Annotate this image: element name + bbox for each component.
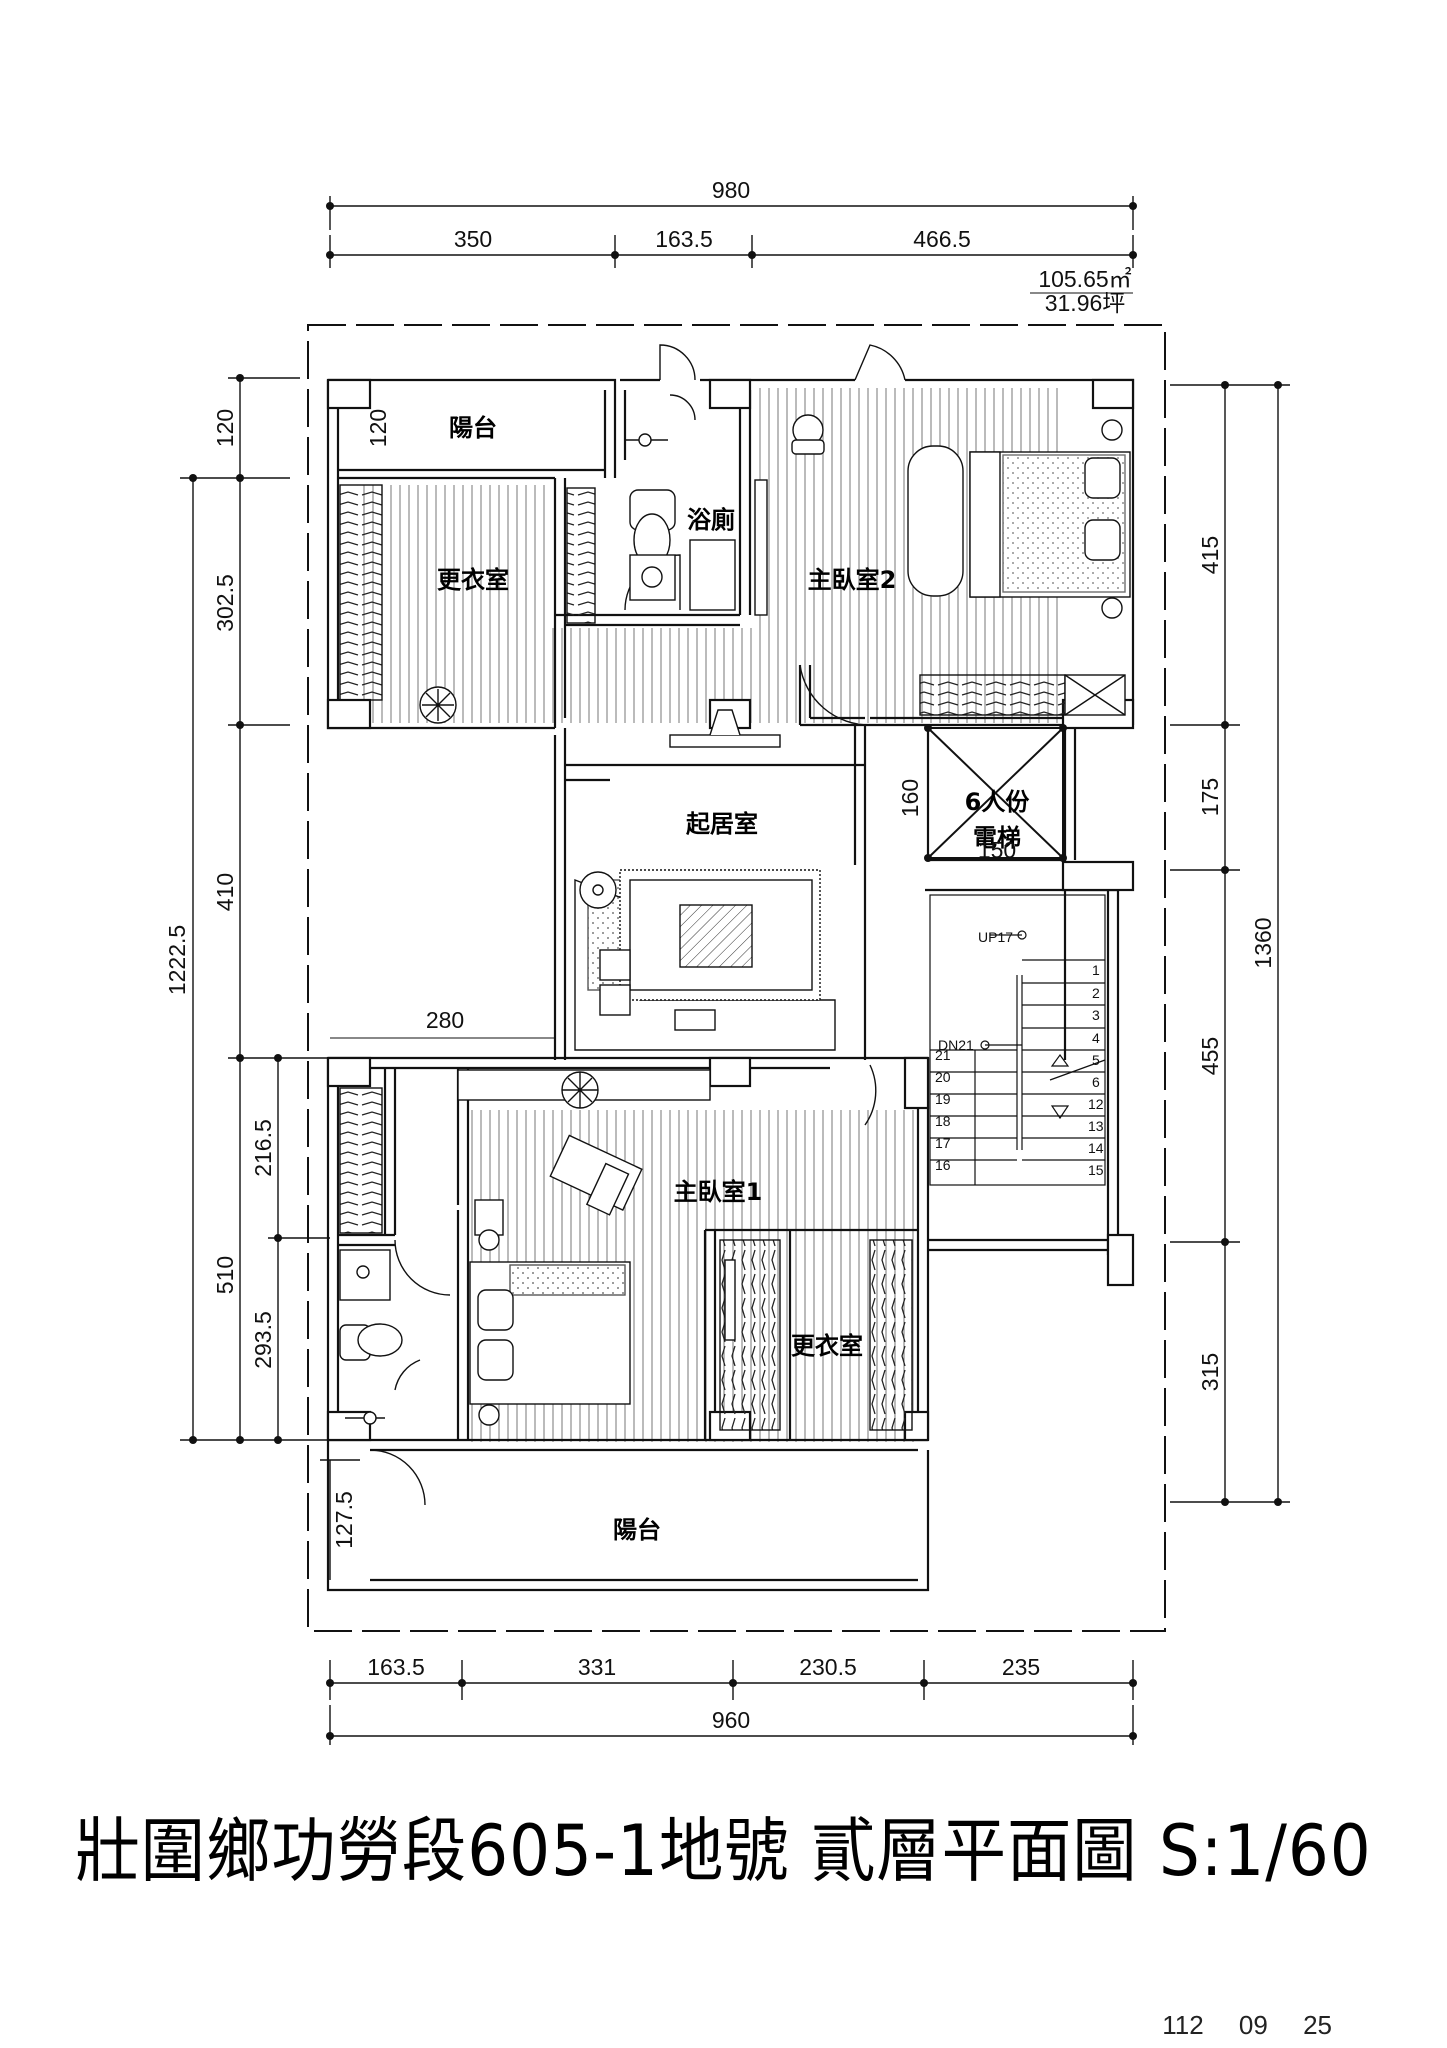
dim-inner-120: 120	[365, 409, 391, 447]
dim-right-455: 455	[1197, 1037, 1223, 1075]
furniture-bottom	[339, 1069, 913, 1431]
area-ping: 31.96坪	[1045, 290, 1126, 316]
dim-right-175: 175	[1197, 778, 1223, 816]
dim-right-total: 1360	[1250, 917, 1276, 968]
step-num: 20	[935, 1069, 951, 1085]
dim-interior-160: 160	[897, 779, 923, 817]
stair-step-numbers-left: 21 20 19 18 17 16	[935, 1047, 951, 1173]
step-num: 6	[1092, 1074, 1100, 1090]
columns	[326, 378, 1135, 1442]
dim-left-216-5: 216.5	[250, 1119, 276, 1177]
dim-top-seg1: 350	[454, 226, 492, 252]
dim-right-415: 415	[1197, 536, 1223, 574]
stair-step-numbers-right: 1 2 3 4 5 6 12 13 14 15	[1088, 962, 1104, 1178]
room-closet-bottom: 更衣室	[791, 1332, 863, 1360]
area-sqm: 105.65㎡	[1038, 266, 1131, 292]
dim-left-293-5: 293.5	[250, 1311, 276, 1369]
step-num: 14	[1088, 1140, 1104, 1156]
dim-bottom-total: 960	[712, 1707, 750, 1733]
step-num: 16	[935, 1157, 951, 1173]
dim-bottom-seg1: 163.5	[367, 1654, 425, 1680]
stairs	[929, 894, 1106, 1186]
elevator-shaft	[927, 727, 1064, 859]
step-num: 13	[1088, 1118, 1104, 1134]
step-num: 4	[1092, 1030, 1100, 1046]
dim-left-510: 510	[212, 1256, 238, 1294]
room-bath: 浴廁	[687, 506, 735, 534]
top-dimensions	[329, 196, 1134, 268]
left-dimensions	[180, 377, 360, 1580]
dim-right-315: 315	[1197, 1353, 1223, 1391]
step-num: 18	[935, 1113, 951, 1129]
drawing-date: 112 09 25	[1162, 2010, 1332, 2040]
room-balcony-top: 陽台	[449, 414, 497, 442]
step-num: 5	[1092, 1052, 1100, 1068]
step-num: 3	[1092, 1007, 1100, 1023]
drawing-title: 壯圍鄉功勞段605-1地號 貳層平面圖 S:1/60	[75, 1810, 1372, 1892]
walls	[326, 378, 1135, 1592]
step-num: 1	[1092, 962, 1100, 978]
dim-left-total: 1222.5	[164, 925, 190, 995]
dim-left-120: 120	[212, 409, 238, 447]
step-num: 12	[1088, 1096, 1104, 1112]
dim-bottom-seg2: 331	[578, 1654, 616, 1680]
step-num: 2	[1092, 985, 1100, 1001]
furniture-top	[339, 414, 1131, 1051]
stair-dn-label: DN21	[938, 1037, 974, 1053]
dim-bottom-seg3: 230.5	[799, 1654, 857, 1680]
dim-top-total: 980	[712, 177, 750, 203]
elevator-label-2: 電梯	[973, 824, 1021, 852]
dim-left-127-5: 127.5	[331, 1491, 357, 1549]
dim-interior-150: 150	[978, 837, 1016, 863]
room-living: 起居室	[685, 810, 758, 838]
room-master-bedroom-1: 主臥室1	[674, 1178, 763, 1206]
step-num: 21	[935, 1047, 951, 1063]
site-boundary	[307, 324, 1166, 1632]
dim-bottom-seg4: 235	[1002, 1654, 1040, 1680]
dim-left-302-5: 302.5	[212, 574, 238, 632]
elevator-label-1: 6人份	[965, 788, 1031, 816]
dim-left-410: 410	[212, 873, 238, 911]
step-num: 19	[935, 1091, 951, 1107]
stair-up-label: UP17	[978, 929, 1013, 945]
step-num: 17	[935, 1135, 951, 1151]
step-num: 15	[1088, 1162, 1104, 1178]
dim-top-seg2: 163.5	[655, 226, 713, 252]
dim-top-seg3: 466.5	[913, 226, 971, 252]
room-closet-top: 更衣室	[437, 566, 509, 594]
room-master-bedroom-2: 主臥室2	[808, 566, 897, 594]
dim-interior-280: 280	[426, 1007, 464, 1033]
room-balcony-bottom: 陽台	[613, 1516, 661, 1544]
